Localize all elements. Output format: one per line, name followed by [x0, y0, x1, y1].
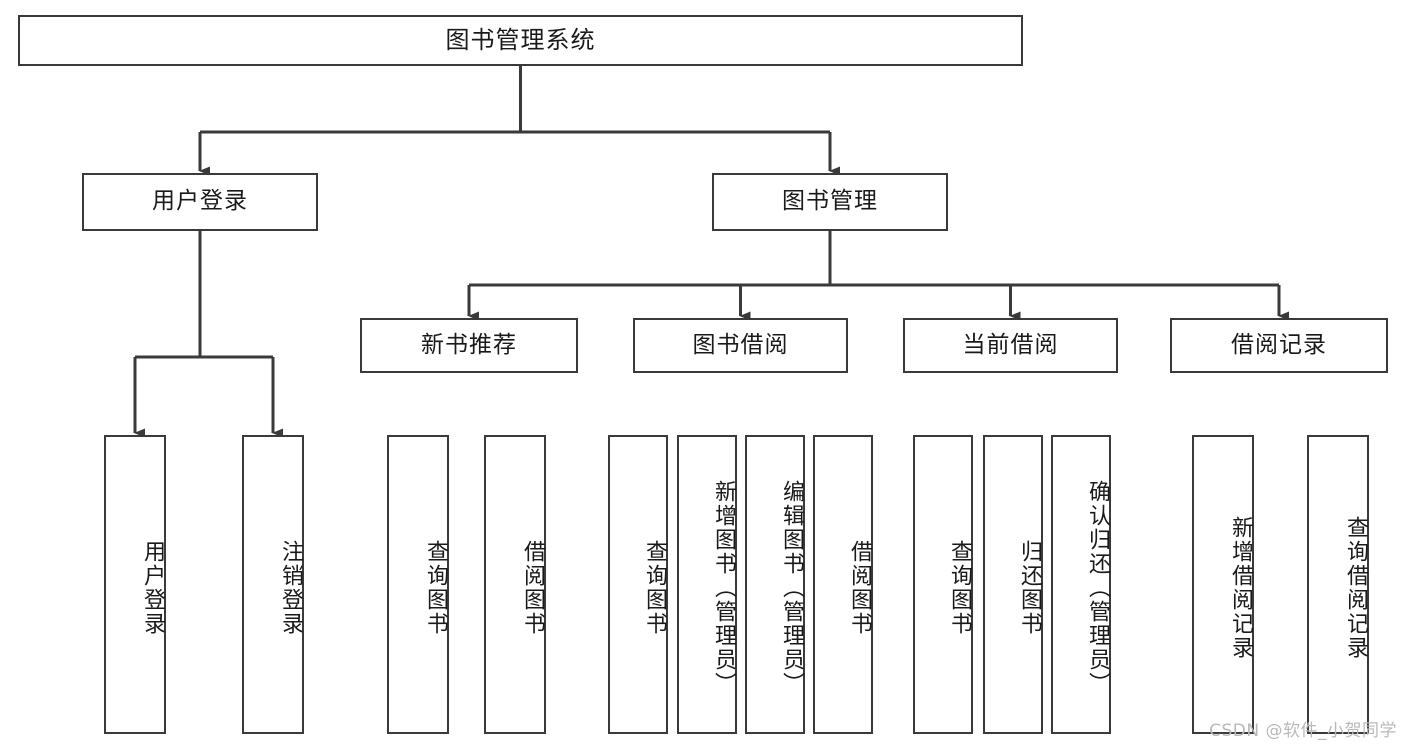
node-leaf-query-book-1[interactable]: 查询图书 [387, 435, 449, 734]
node-borrow-record[interactable]: 借阅记录 [1170, 318, 1388, 373]
node-label-book-borrow: 图书借阅 [692, 331, 789, 358]
node-label-leaf-query-book-3: 查询图书 [947, 539, 972, 636]
node-new-book-recommend[interactable]: 新书推荐 [360, 318, 578, 373]
node-label-leaf-query-book-2: 查询图书 [642, 539, 667, 636]
node-leaf-logout[interactable]: 注销登录 [242, 435, 304, 734]
node-leaf-query-book-2[interactable]: 查询图书 [608, 435, 668, 734]
node-leaf-edit-book-admin[interactable]: 编辑图书（管理员） [745, 435, 805, 734]
node-leaf-user-login[interactable]: 用户登录 [104, 435, 166, 734]
node-label-leaf-user-login: 用户登录 [140, 539, 165, 636]
node-label-new-book-recommend: 新书推荐 [421, 331, 517, 358]
node-leaf-borrow-book-1[interactable]: 借阅图书 [484, 435, 546, 734]
node-label-current-borrow: 当前借阅 [962, 331, 1059, 358]
node-root[interactable]: 图书管理系统 [18, 15, 1023, 66]
node-leaf-borrow-book-2[interactable]: 借阅图书 [813, 435, 873, 734]
node-book-manage[interactable]: 图书管理 [712, 173, 948, 231]
node-label-book-manage: 图书管理 [782, 188, 878, 215]
node-label-leaf-logout: 注销登录 [278, 539, 303, 636]
node-label-leaf-confirm-return-admin: 确认归还（管理员） [1085, 479, 1110, 696]
node-leaf-query-borrow-record[interactable]: 查询借阅记录 [1307, 435, 1369, 734]
node-user-login[interactable]: 用户登录 [82, 173, 318, 231]
node-label-root: 图书管理系统 [445, 26, 596, 55]
node-leaf-confirm-return-admin[interactable]: 确认归还（管理员） [1051, 435, 1111, 734]
node-label-leaf-edit-book-admin: 编辑图书（管理员） [779, 479, 804, 696]
node-label-leaf-add-borrow-record: 新增借阅记录 [1228, 515, 1253, 660]
node-leaf-return-book[interactable]: 归还图书 [983, 435, 1043, 734]
node-leaf-query-book-3[interactable]: 查询图书 [913, 435, 973, 734]
node-book-borrow[interactable]: 图书借阅 [633, 318, 848, 373]
node-leaf-add-borrow-record[interactable]: 新增借阅记录 [1192, 435, 1254, 734]
node-label-leaf-add-book-admin: 新增图书（管理员） [711, 479, 736, 696]
node-label-leaf-borrow-book-1: 借阅图书 [520, 539, 545, 636]
node-label-user-login: 用户登录 [152, 188, 248, 215]
node-label-leaf-query-book-1: 查询图书 [423, 539, 448, 636]
node-leaf-add-book-admin[interactable]: 新增图书（管理员） [677, 435, 737, 734]
node-current-borrow[interactable]: 当前借阅 [903, 318, 1118, 373]
connector-lines [133, 66, 1289, 438]
node-label-leaf-query-borrow-record: 查询借阅记录 [1343, 515, 1368, 660]
node-label-leaf-borrow-book-2: 借阅图书 [847, 539, 872, 636]
node-label-leaf-return-book: 归还图书 [1017, 539, 1042, 636]
node-label-borrow-record: 借阅记录 [1231, 331, 1327, 358]
